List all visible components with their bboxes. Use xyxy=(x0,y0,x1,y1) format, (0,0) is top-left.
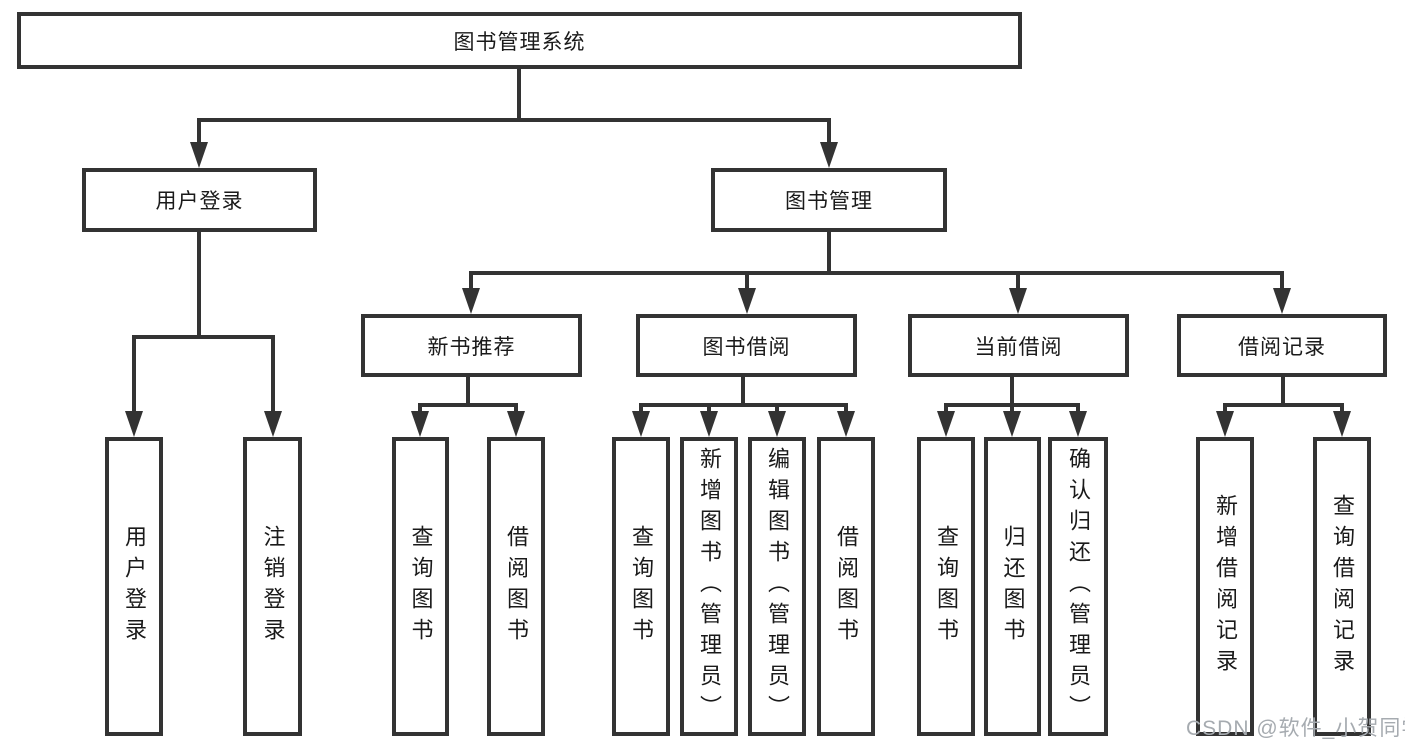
connector-group-3-drop xyxy=(1281,377,1285,407)
leaf-current-confirm-admin: 确认归还（管理员） xyxy=(1048,437,1108,736)
arrowhead-g2c0-icon xyxy=(937,411,955,437)
arrowhead-g1c2-icon xyxy=(768,411,786,437)
arrowhead-g1c3-icon xyxy=(837,411,855,437)
arrowhead-login-child-1-icon xyxy=(264,411,282,437)
arrowhead-group-3-icon xyxy=(1273,288,1291,314)
node-group-current: 当前借阅 xyxy=(908,314,1129,377)
connector-stem-g0c1 xyxy=(514,403,518,415)
arrowhead-g3c1-icon xyxy=(1333,411,1351,437)
leaf-newbooks-borrow: 借阅图书 xyxy=(487,437,545,736)
leaf-logout: 注销登录 xyxy=(243,437,302,736)
connector-stem-g1c3 xyxy=(844,403,848,415)
arrowhead-g1c0-icon xyxy=(632,411,650,437)
arrowhead-g2c2-icon xyxy=(1069,411,1087,437)
leaf-logout-label: 注销登录 xyxy=(260,524,286,649)
arrowhead-g1c1-icon xyxy=(700,411,718,437)
node-root-label: 图书管理系统 xyxy=(453,30,586,54)
connector-login-bus xyxy=(132,335,275,339)
connector-level2-bus xyxy=(197,118,831,122)
connector-stem-g2c0 xyxy=(944,403,948,415)
node-group-records: 借阅记录 xyxy=(1177,314,1387,377)
arrowhead-group-1-icon xyxy=(738,288,756,314)
leaf-newbooks-borrow-label: 借阅图书 xyxy=(504,524,529,649)
leaf-user-login-label: 用户登录 xyxy=(122,524,147,649)
connector-login-drop xyxy=(197,232,201,339)
leaf-borrow-borrow: 借阅图书 xyxy=(817,437,875,736)
node-user-login: 用户登录 xyxy=(82,168,317,232)
arrowhead-manage-icon xyxy=(820,142,838,168)
leaf-newbooks-query-label: 查询图书 xyxy=(408,524,434,649)
leaf-borrow-add-admin-label: 新增图书（管理员） xyxy=(697,447,722,726)
leaf-records-query-label: 查询借阅记录 xyxy=(1330,493,1355,680)
connector-stem-g3c1 xyxy=(1340,403,1344,415)
arrowhead-g0c0-icon xyxy=(411,411,429,437)
arrowhead-login-child-0-icon xyxy=(125,411,143,437)
connector-stem-group-3 xyxy=(1280,271,1284,291)
leaf-current-query-label: 查询图书 xyxy=(934,524,959,649)
node-group-records-label: 借阅记录 xyxy=(1238,335,1326,359)
connector-group-1-bus xyxy=(639,403,848,407)
leaf-current-return-label: 归还图书 xyxy=(1000,524,1026,649)
node-group-borrow-label: 图书借阅 xyxy=(702,335,791,359)
node-group-new-books-label: 新书推荐 xyxy=(427,335,516,359)
leaf-records-add: 新增借阅记录 xyxy=(1196,437,1254,736)
connector-stem-g1c0 xyxy=(639,403,643,415)
connector-stem-group-1 xyxy=(745,271,749,291)
leaf-current-return: 归还图书 xyxy=(984,437,1041,736)
arrowhead-login-icon xyxy=(190,142,208,168)
connector-stem-g1c2 xyxy=(775,403,779,415)
connector-group-0-bus xyxy=(418,403,518,407)
connector-stem-login xyxy=(197,118,201,148)
connector-group-2-drop xyxy=(1010,377,1014,407)
leaf-records-add-label: 新增借阅记录 xyxy=(1213,493,1238,680)
leaf-newbooks-query: 查询图书 xyxy=(392,437,449,736)
leaf-borrow-edit-admin-label: 编辑图书（管理员） xyxy=(765,447,790,726)
leaf-borrow-query: 查询图书 xyxy=(612,437,670,736)
connector-stem-g2c2 xyxy=(1076,403,1080,415)
connector-level3-bus xyxy=(469,271,1284,275)
leaf-borrow-query-label: 查询图书 xyxy=(629,524,654,649)
connector-group-0-drop xyxy=(466,377,470,407)
node-book-manage-label: 图书管理 xyxy=(785,190,873,213)
arrowhead-g0c1-icon xyxy=(507,411,525,437)
node-root: 图书管理系统 xyxy=(17,12,1022,69)
connector-stem-login-child-1 xyxy=(271,335,275,415)
arrowhead-group-2-icon xyxy=(1009,288,1027,314)
connector-root-drop xyxy=(517,66,521,122)
leaf-user-login: 用户登录 xyxy=(105,437,163,736)
connector-manage-drop xyxy=(827,232,831,275)
connector-stem-manage xyxy=(827,118,831,148)
connector-group-1-drop xyxy=(741,377,745,407)
connector-stem-g3c0 xyxy=(1223,403,1227,415)
node-group-current-label: 当前借阅 xyxy=(974,335,1063,359)
connector-stem-g1c1 xyxy=(707,403,711,415)
arrowhead-g3c0-icon xyxy=(1216,411,1234,437)
leaf-borrow-edit-admin: 编辑图书（管理员） xyxy=(748,437,806,736)
arrowhead-group-0-icon xyxy=(462,288,480,314)
connector-stem-group-0 xyxy=(469,271,473,291)
arrowhead-g2c1-icon xyxy=(1003,411,1021,437)
node-group-new-books: 新书推荐 xyxy=(361,314,582,377)
leaf-current-confirm-admin-label: 确认归还（管理员） xyxy=(1066,447,1091,726)
connector-group-3-bus xyxy=(1223,403,1344,407)
connector-stem-group-2 xyxy=(1016,271,1020,291)
connector-stem-login-child-0 xyxy=(132,335,136,415)
node-book-manage: 图书管理 xyxy=(711,168,947,232)
csdn-watermark: CSDN @软件_小贺同学 xyxy=(1186,717,1405,740)
connector-stem-g2c1 xyxy=(1010,403,1014,415)
leaf-records-query: 查询借阅记录 xyxy=(1313,437,1371,736)
node-user-login-label: 用户登录 xyxy=(155,190,244,213)
leaf-current-query: 查询图书 xyxy=(917,437,975,736)
node-group-borrow: 图书借阅 xyxy=(636,314,857,377)
leaf-borrow-borrow-label: 借阅图书 xyxy=(834,524,859,649)
connector-stem-g0c0 xyxy=(418,403,422,415)
leaf-borrow-add-admin: 新增图书（管理员） xyxy=(680,437,738,736)
